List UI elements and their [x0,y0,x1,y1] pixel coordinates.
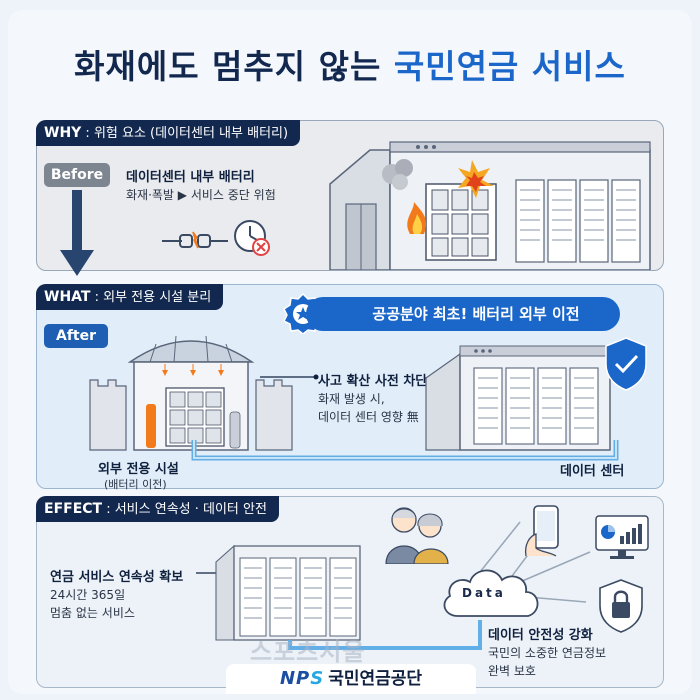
prevention-desc-2: 데이터 센터 영향 無 [318,410,419,424]
prevention-title: 사고 확산 사전 차단 [318,374,428,389]
broken-link-icon [162,231,228,249]
security-desc-1: 국민의 소중한 연금정보 [488,646,607,660]
senior-couple-icon [385,507,449,564]
what-tag-key: WHAT [44,289,91,305]
why-desc: 화재·폭발 ▶ 서비스 중단 위험 [126,188,276,202]
what-tag-value: : 외부 전용 시설 분리 [90,290,212,305]
what-tag: WHAT : 외부 전용 시설 분리 [36,284,224,310]
cloud-icon [443,569,539,617]
headline-part-1: 화재에도 멈추지 않는 [74,47,394,86]
why-title: 데이터센터 내부 배터리 [126,170,255,185]
power-cable [191,440,619,461]
nps-logo-s: S [310,668,325,689]
datacenter-label: 데이터 센터 [560,464,625,479]
headline-part-2: 국민연금 서비스 [393,47,626,86]
why-tag: WHY : 위험 요소 (데이터센터 내부 배터리) [36,120,301,146]
org-name: 국민연금공단 [328,669,423,689]
after-label: After [44,324,108,348]
clock-stop-icon [234,220,270,256]
datacenter-fire-illustration [329,141,651,270]
continuity-desc-1: 24시간 365일 [50,588,126,602]
dashboard-monitor-icon [595,515,649,559]
facility-label: 외부 전용 시설 [98,462,179,477]
why-tag-value: : 위험 요소 (데이터센터 내부 배터리) [81,126,289,141]
nps-logo-np: NP [279,668,311,689]
security-shield-lock-icon [599,579,643,633]
headline: 화재에도 멈추지 않는 국민연금 서비스 [0,40,700,88]
before-after-arrow-icon [60,190,94,276]
watermark: 스포츠서울 [250,638,366,666]
effect-tag: EFFECT : 서비스 연속성 · 데이터 안전 [36,496,279,522]
security-desc-2: 완벽 보호 [488,664,536,678]
smartphone-icon [524,505,559,557]
external-battery-facility-illustration [89,335,293,451]
prevention-desc-1: 화재 발생 시, [318,392,385,406]
datacenter-protected-illustration [425,337,647,451]
continuity-desc-2: 멈춤 없는 서비스 [50,606,135,620]
first-public-banner: 공공분야 최초! 배터리 외부 이전 [306,297,620,331]
pointer-line [260,374,319,380]
effect-tag-key: EFFECT [44,501,103,517]
server-room-illustration [215,544,361,641]
before-label: Before [44,163,110,187]
security-title: 데이터 안전성 강화 [488,628,593,643]
effect-tag-value: : 서비스 연속성 · 데이터 안전 [102,502,267,517]
facility-sub: (배터리 이전) [104,478,167,491]
cloud-label: Data [462,586,506,600]
continuity-title: 연금 서비스 연속성 확보 [50,570,184,585]
why-tag-key: WHY [44,125,82,141]
